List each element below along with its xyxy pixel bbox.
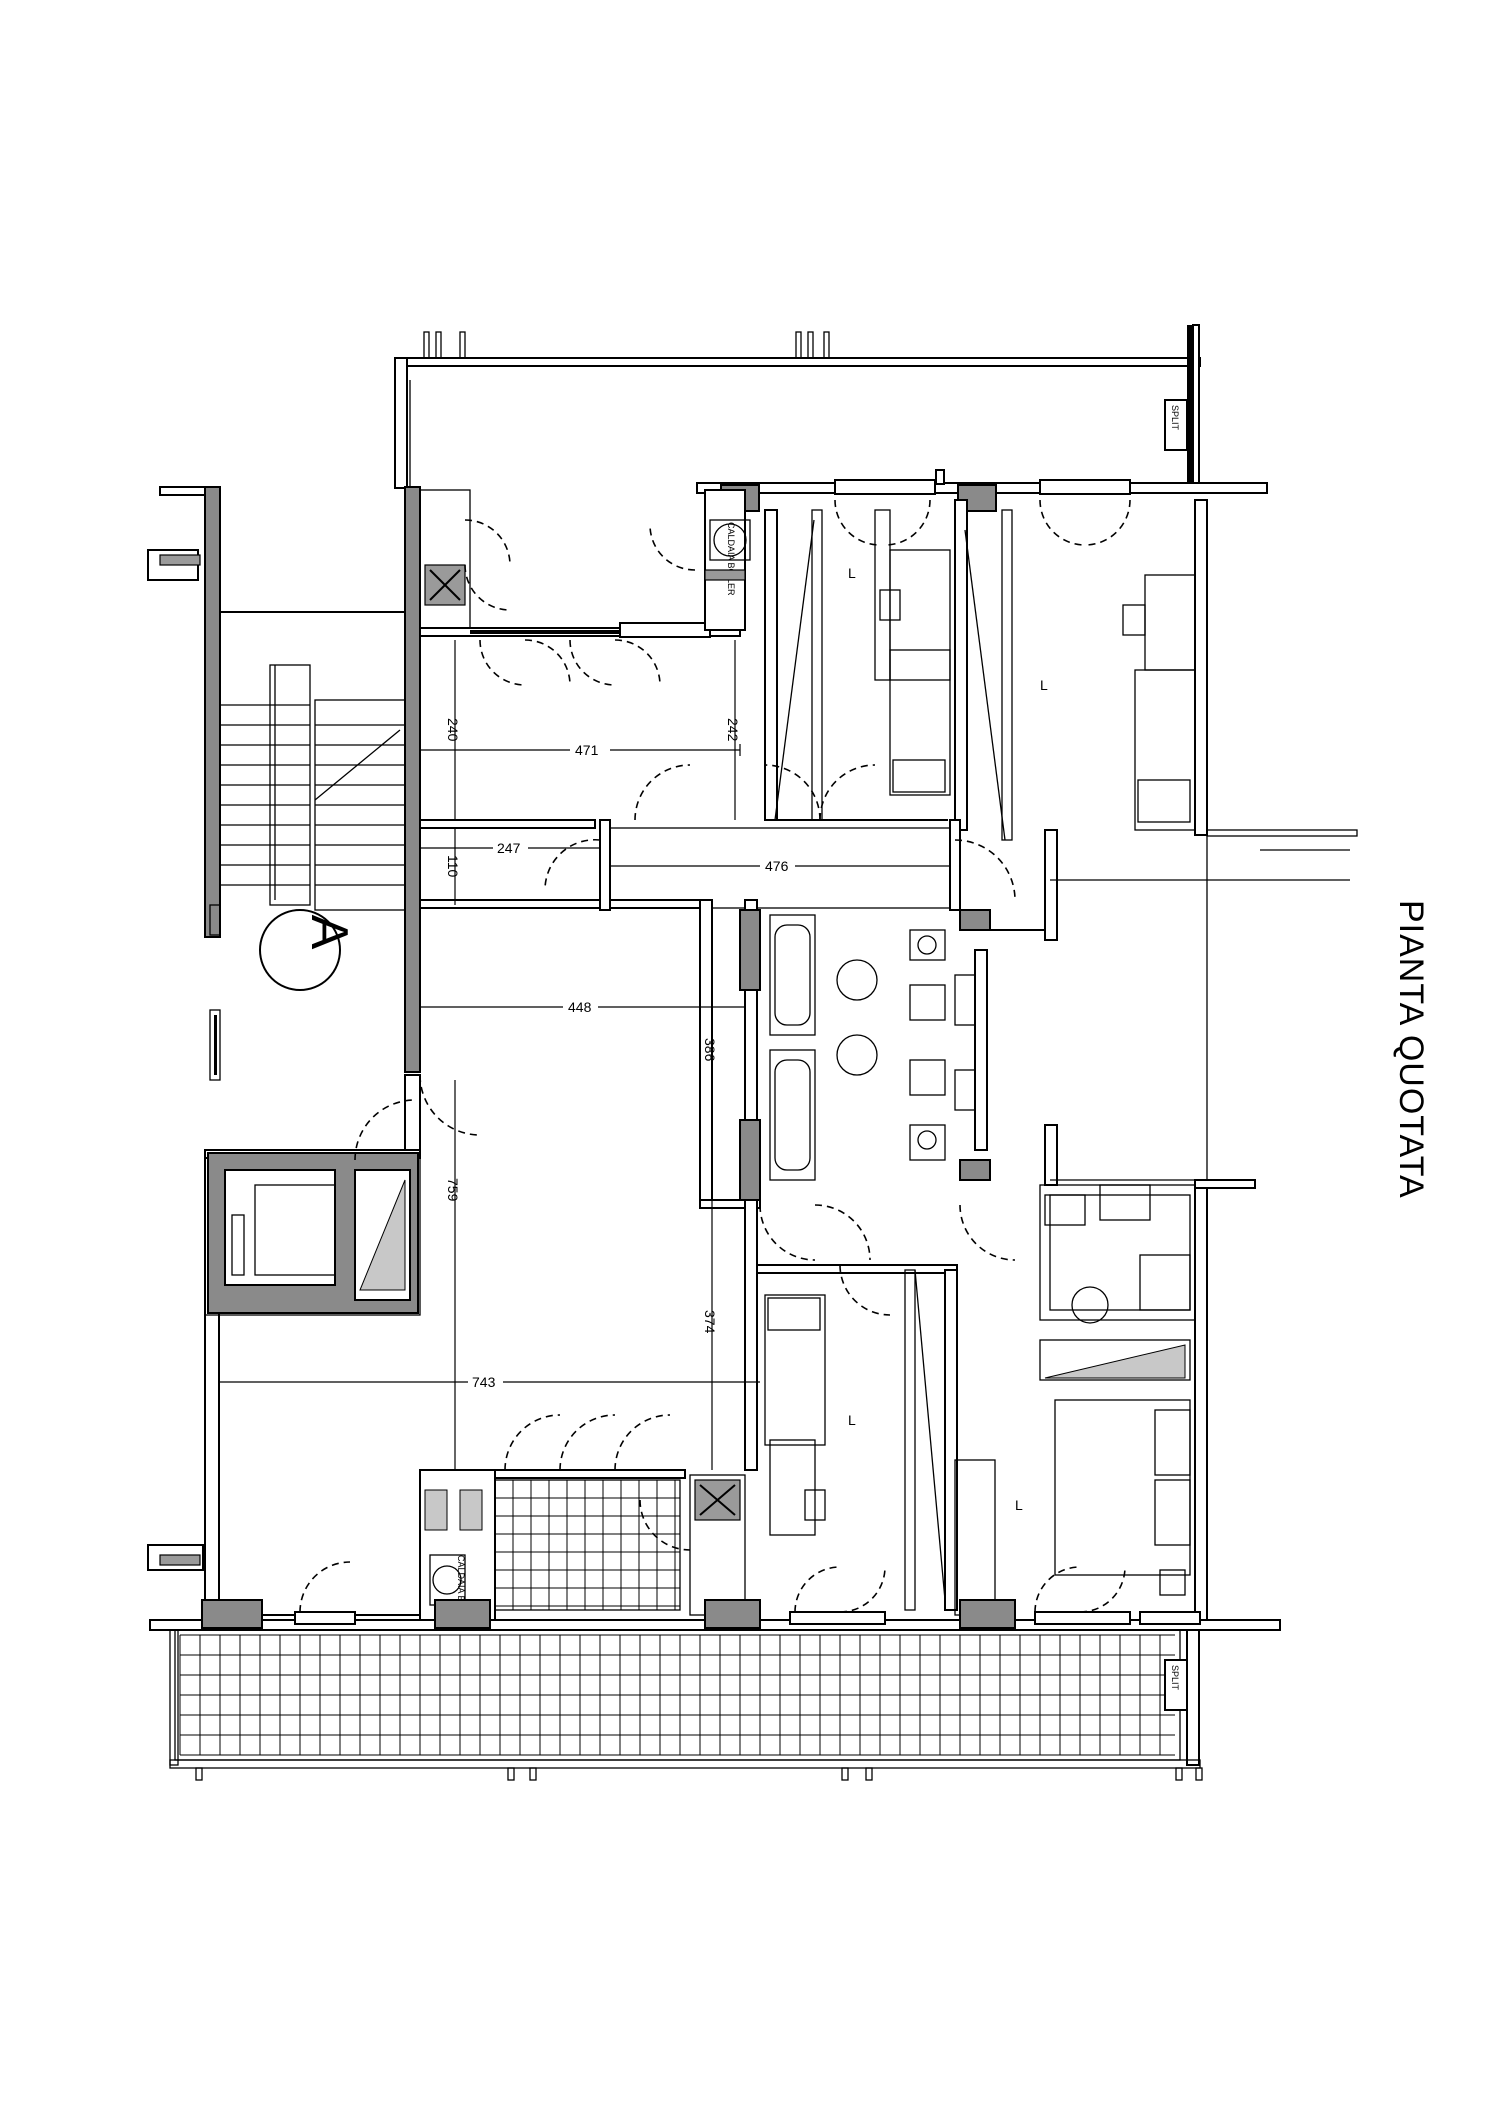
caldaia-label-bottom: CALDAIA BOILER xyxy=(456,1555,466,1629)
stair-treads xyxy=(220,665,405,900)
stairwell xyxy=(147,486,421,1081)
dim-110: 110 xyxy=(445,855,461,878)
bed1-mark: L xyxy=(848,565,856,581)
master-mark: L xyxy=(1015,1497,1023,1513)
split-label-top: SPLIT xyxy=(1170,405,1180,431)
bottom-terrace: SPLIT xyxy=(169,1629,1201,1769)
dim-247: 247 xyxy=(497,840,521,856)
bedroom-2: L xyxy=(954,499,1358,851)
top-duct xyxy=(419,489,471,631)
plan-title: PIANTA QUOTATA xyxy=(1392,900,1430,1199)
bathroom-1 xyxy=(739,909,991,1036)
bedroom-1: L xyxy=(764,509,951,821)
kitchen: CALDAIA BOILER xyxy=(419,1469,746,1629)
dim-743: 743 xyxy=(472,1374,496,1390)
top-balcony: SPLIT xyxy=(394,324,1201,489)
split-label-bottom: SPLIT xyxy=(1170,1665,1180,1691)
corridor-top: CALDAIA BOILER xyxy=(419,489,751,638)
dim-386: 386 xyxy=(702,1038,718,1062)
dimension-labels: 471 240 242 247 476 110 448 386 759 374 … xyxy=(445,718,795,1390)
bedroom-3: L xyxy=(756,1264,958,1611)
section-marker-label: A xyxy=(300,915,358,950)
hallway xyxy=(419,819,961,1209)
caldaia-label-top: CALDAIA BOILER xyxy=(726,522,736,596)
dim-759: 759 xyxy=(445,1178,461,1202)
dim-240: 240 xyxy=(445,718,461,742)
section-marker: A xyxy=(259,909,358,991)
dim-374: 374 xyxy=(702,1310,718,1334)
bottom-exterior-wall xyxy=(147,1544,1281,1631)
dim-242: 242 xyxy=(725,718,741,742)
external-edge xyxy=(1050,830,1250,1181)
top-exterior-wall xyxy=(696,469,1268,512)
dim-448: 448 xyxy=(568,999,592,1015)
bed2-mark: L xyxy=(1040,677,1048,693)
door-swings xyxy=(299,499,1131,1613)
bottom-posts xyxy=(195,1767,1203,1781)
living-room xyxy=(204,1074,758,1631)
bed3-mark: L xyxy=(848,1412,856,1428)
bathroom-2 xyxy=(739,1034,991,1201)
master-bedroom: L xyxy=(954,1179,1256,1621)
right-service-wall xyxy=(960,829,1350,1186)
dim-476: 476 xyxy=(765,858,789,874)
dim-471: 471 xyxy=(575,742,599,758)
